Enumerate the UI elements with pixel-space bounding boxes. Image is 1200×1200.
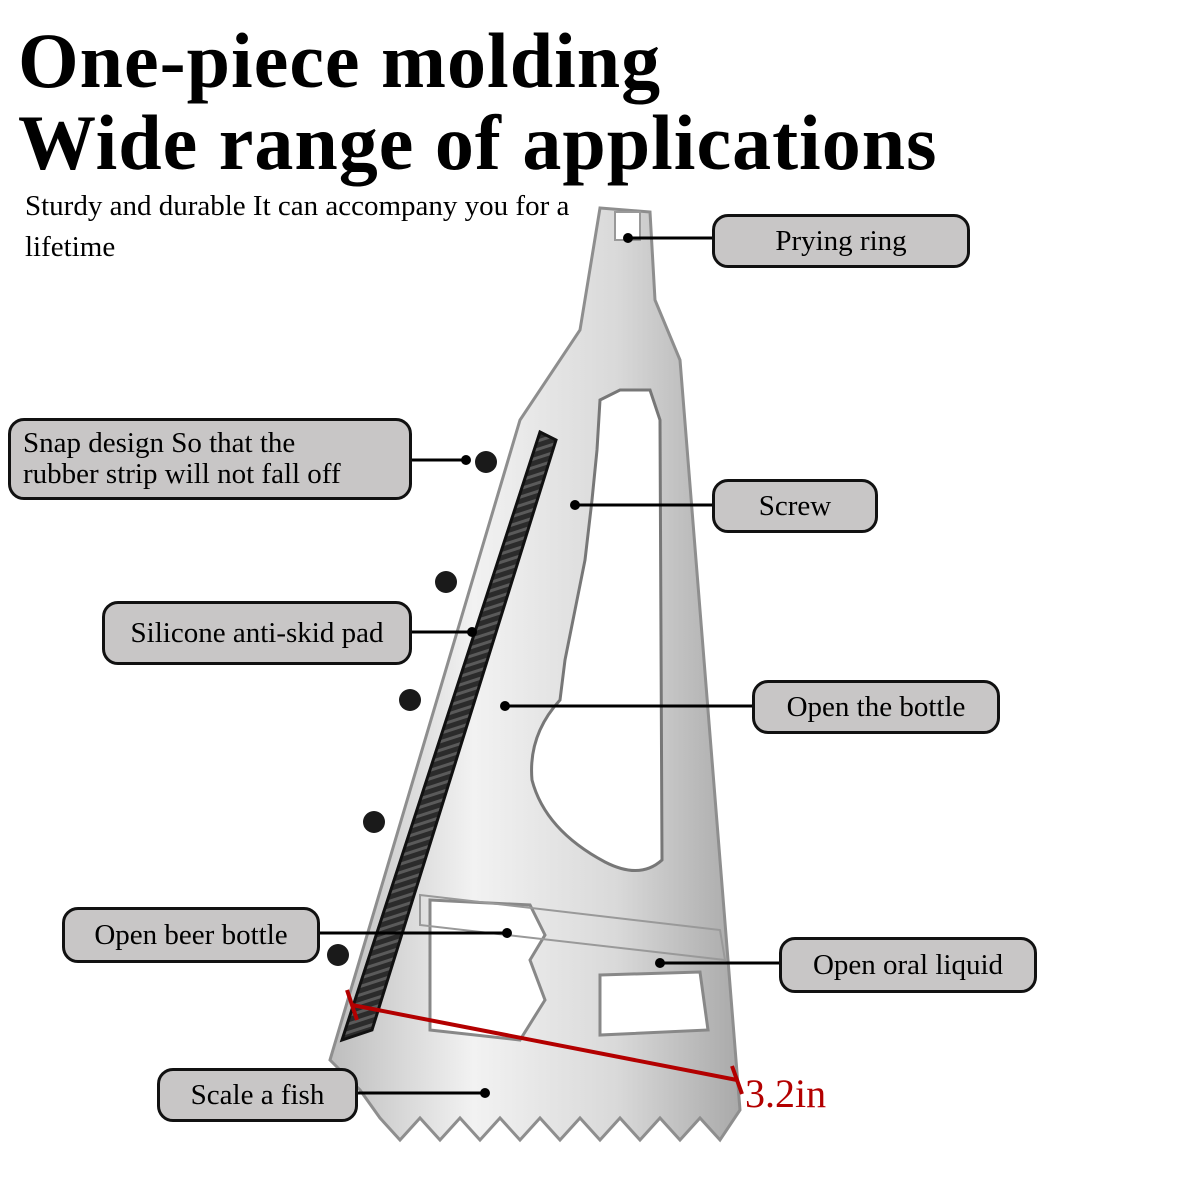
measurement-label: 3.2in	[745, 1071, 827, 1116]
callout-silicone-pad: Silicone anti-skid pad	[102, 601, 412, 665]
callout-open-oral-liquid-label: Open oral liquid	[812, 948, 1004, 981]
snap-knob	[363, 811, 385, 833]
callout-prying-ring: Prying ring	[712, 214, 970, 268]
callout-snap-design: Snap design So that the rubber strip wil…	[8, 418, 412, 500]
snap-knob	[327, 944, 349, 966]
snap-knob	[399, 689, 421, 711]
headline-line-2: Wide range of applications	[18, 99, 938, 186]
subtitle: Sturdy and durable It can accompany you …	[25, 190, 570, 263]
headline-line-1: One-piece molding	[18, 17, 662, 104]
callout-snap-design-line2: rubber strip will not fall off	[23, 458, 341, 490]
leader-lines	[320, 236, 779, 1095]
measurement-line	[345, 989, 744, 1095]
callout-snap-design-line1: Snap design So that the	[23, 427, 296, 459]
callout-open-bottle-label: Open the bottle	[786, 690, 966, 723]
callout-open-beer-bottle: Open beer bottle	[62, 907, 320, 963]
leader-dots	[461, 233, 665, 1098]
callout-silicone-pad-label: Silicone anti-skid pad	[130, 616, 384, 649]
callout-open-bottle: Open the bottle	[752, 680, 1000, 734]
rubber-strip	[339, 429, 558, 1043]
snap-knob	[435, 571, 457, 593]
callout-open-beer-bottle-label: Open beer bottle	[94, 918, 288, 951]
callout-open-oral-liquid: Open oral liquid	[779, 937, 1037, 993]
oral-liquid-window	[598, 970, 710, 1037]
snap-knob	[475, 451, 497, 473]
callout-screw-label: Screw	[758, 489, 832, 522]
callout-scale-fish-label: Scale a fish	[190, 1078, 325, 1111]
callout-scale-fish: Scale a fish	[157, 1068, 358, 1122]
callout-prying-ring-label: Prying ring	[775, 224, 907, 257]
prying-ring-slot	[614, 211, 641, 241]
beer-opener-window	[428, 898, 547, 1042]
opener-bar	[419, 893, 727, 962]
callout-screw: Screw	[712, 479, 878, 533]
